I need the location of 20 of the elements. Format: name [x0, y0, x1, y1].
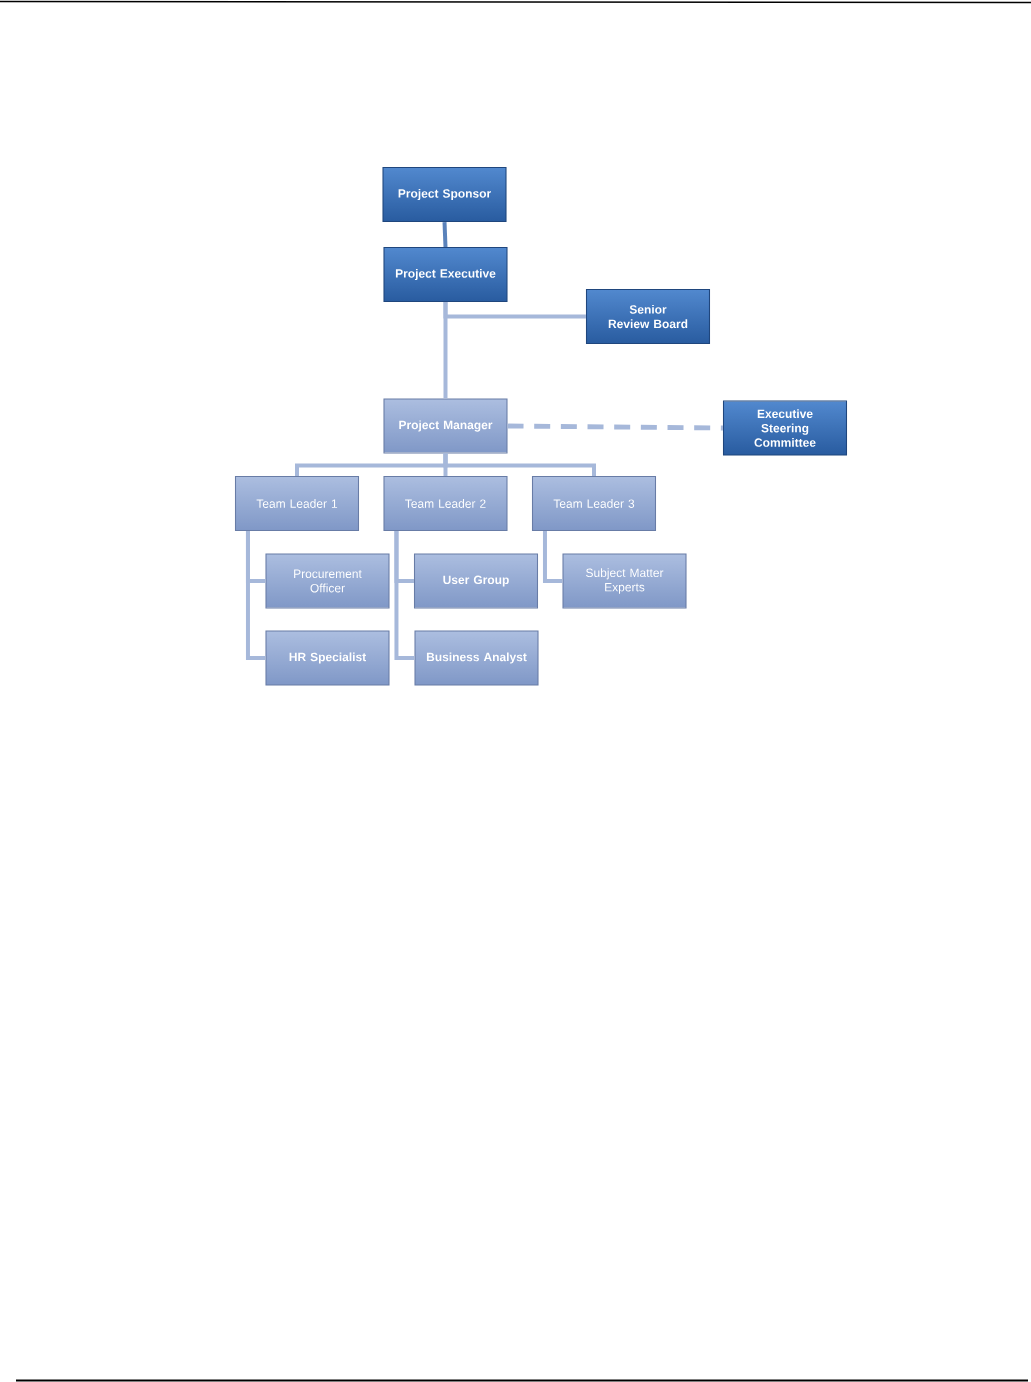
- role-box: Procurement Officer: [265, 553, 390, 609]
- connector-line: [443, 453, 596, 476]
- role-box: Team Leader 1: [234, 475, 360, 532]
- role-box: Project Executive: [383, 247, 508, 303]
- connector-line: [507, 423, 723, 431]
- role-box: HR Specialist: [265, 630, 390, 686]
- role-box: Project Sponsor: [382, 167, 507, 223]
- connector-line: [442, 221, 448, 248]
- role-box: User Group: [413, 553, 539, 609]
- connector-line: [394, 531, 415, 660]
- connector-line: [443, 302, 448, 399]
- connector-line: [542, 531, 563, 583]
- role-box: Senior Review Board: [585, 289, 711, 345]
- role-box: Project Manager: [383, 398, 508, 454]
- role-box: Team Leader 2: [383, 475, 508, 532]
- connector-line: [245, 531, 266, 660]
- role-box: Business Analyst: [414, 630, 539, 686]
- role-box: Executive Steering Committee: [722, 400, 848, 456]
- role-box: Subject Matter Experts: [562, 553, 687, 609]
- role-box: Team Leader 3: [531, 475, 657, 532]
